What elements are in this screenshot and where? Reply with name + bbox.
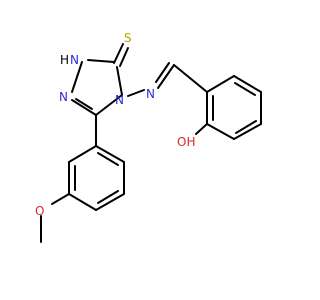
phenol-double-3 [234, 82, 256, 96]
phenol-bond-3 [233, 123, 262, 140]
atom-ring-n2: N [59, 90, 68, 104]
bond-nimine-ch [157, 64, 175, 89]
atom-hydroxyl-oh: OH [177, 135, 195, 149]
aryl-double-2 [97, 190, 119, 204]
phenol-bond-6 [206, 75, 235, 93]
methoxyphenyl-ring [68, 145, 125, 211]
bond-c5-n4 [116, 66, 123, 96]
bond-c5-s-inner [119, 47, 129, 67]
bond-nimine-ch-inner [155, 62, 170, 83]
atom-ring-n1: N [70, 53, 79, 67]
bond-c3-n2 [71, 99, 97, 116]
bond-n4-nimine [127, 89, 145, 97]
atom-thione-s: S [124, 31, 132, 45]
bond-ch-ring [173, 64, 208, 93]
phenol-double-2 [235, 120, 257, 134]
bond-c-oh [195, 123, 208, 135]
bond-n2-n1 [71, 61, 83, 93]
aryl-bond-3 [95, 193, 125, 211]
atom-imine-n: N [146, 87, 155, 101]
atom-ring-nh-h: H [60, 53, 69, 67]
aryl-bond-6 [68, 145, 97, 163]
bond-n1-c5 [87, 59, 115, 63]
atom-methoxy-o: O [35, 204, 44, 218]
molecule-structure: S H N N N N OH O [35, 31, 262, 243]
aryl-bond-1 [95, 145, 125, 163]
bond-n4-c3 [95, 94, 123, 116]
bond-aryl-o [51, 193, 70, 205]
bond-c3-n2-inner [75, 98, 93, 110]
aryl-double-1 [97, 152, 119, 166]
phenol-bond-2 [206, 123, 235, 140]
phenol-bond-5 [233, 75, 262, 93]
triazole-ring [71, 59, 123, 116]
phenol-ring [206, 75, 262, 140]
atom-ring-n4: N [115, 93, 124, 107]
bond-c5-s [113, 43, 124, 64]
aryl-bond-4 [68, 193, 97, 211]
